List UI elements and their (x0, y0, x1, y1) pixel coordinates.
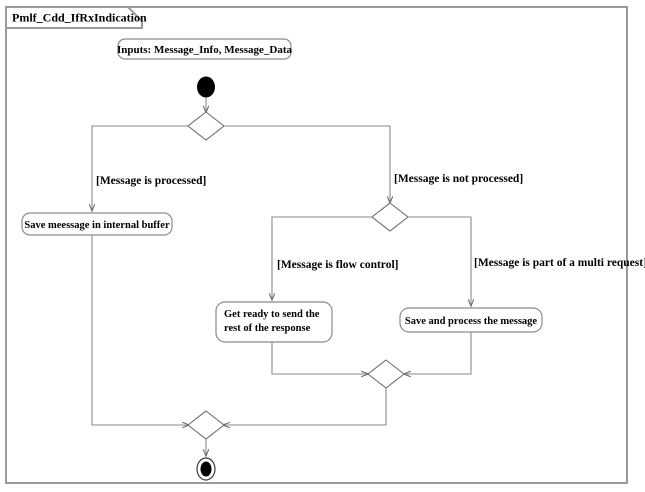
edge-decision1-right-branch (224, 125, 390, 203)
initial-node (197, 76, 215, 98)
decision-node-1 (187, 111, 225, 141)
action-save-message-buffer-label: Save meessage in internal buffer (24, 220, 170, 231)
action-get-ready-send-label-line1: Get ready to send the (224, 309, 320, 320)
final-node (200, 461, 212, 477)
frame-title-label: Pmlf_Cdd_IfRxIndication (12, 11, 147, 25)
action-save-process-message-label: Save and process the message (405, 316, 538, 327)
edge-decision2-right-branch (408, 216, 471, 306)
guard-label-message-not-processed: [Message is not processed] (394, 173, 523, 185)
edge-merge1-to-merge2 (223, 388, 387, 425)
input-note-label: Inputs: Message_Info, Message_Data (117, 44, 293, 56)
guard-label-multi-request: [Message is part of a multi request] (474, 257, 645, 269)
action-get-ready-send-label-line2: rest of the response (224, 323, 311, 334)
guard-label-message-processed: [Message is processed] (96, 175, 206, 187)
activity-frame (5, 6, 628, 484)
edge-save-buffer-to-merge2 (91, 235, 189, 425)
action-save-message-buffer (21, 212, 173, 236)
guard-label-flow-control: [Message is flow control] (277, 259, 398, 271)
frame-title-tab (5, 6, 143, 29)
edge-decision1-left-branch (92, 125, 188, 211)
edge-get-ready-to-merge1 (271, 342, 368, 374)
input-note-box (117, 38, 292, 60)
action-get-ready-send (215, 301, 333, 343)
decision-node-2 (371, 202, 409, 232)
edge-decision2-left-branch (272, 216, 372, 300)
edge-save-process-to-merge1 (404, 332, 472, 374)
